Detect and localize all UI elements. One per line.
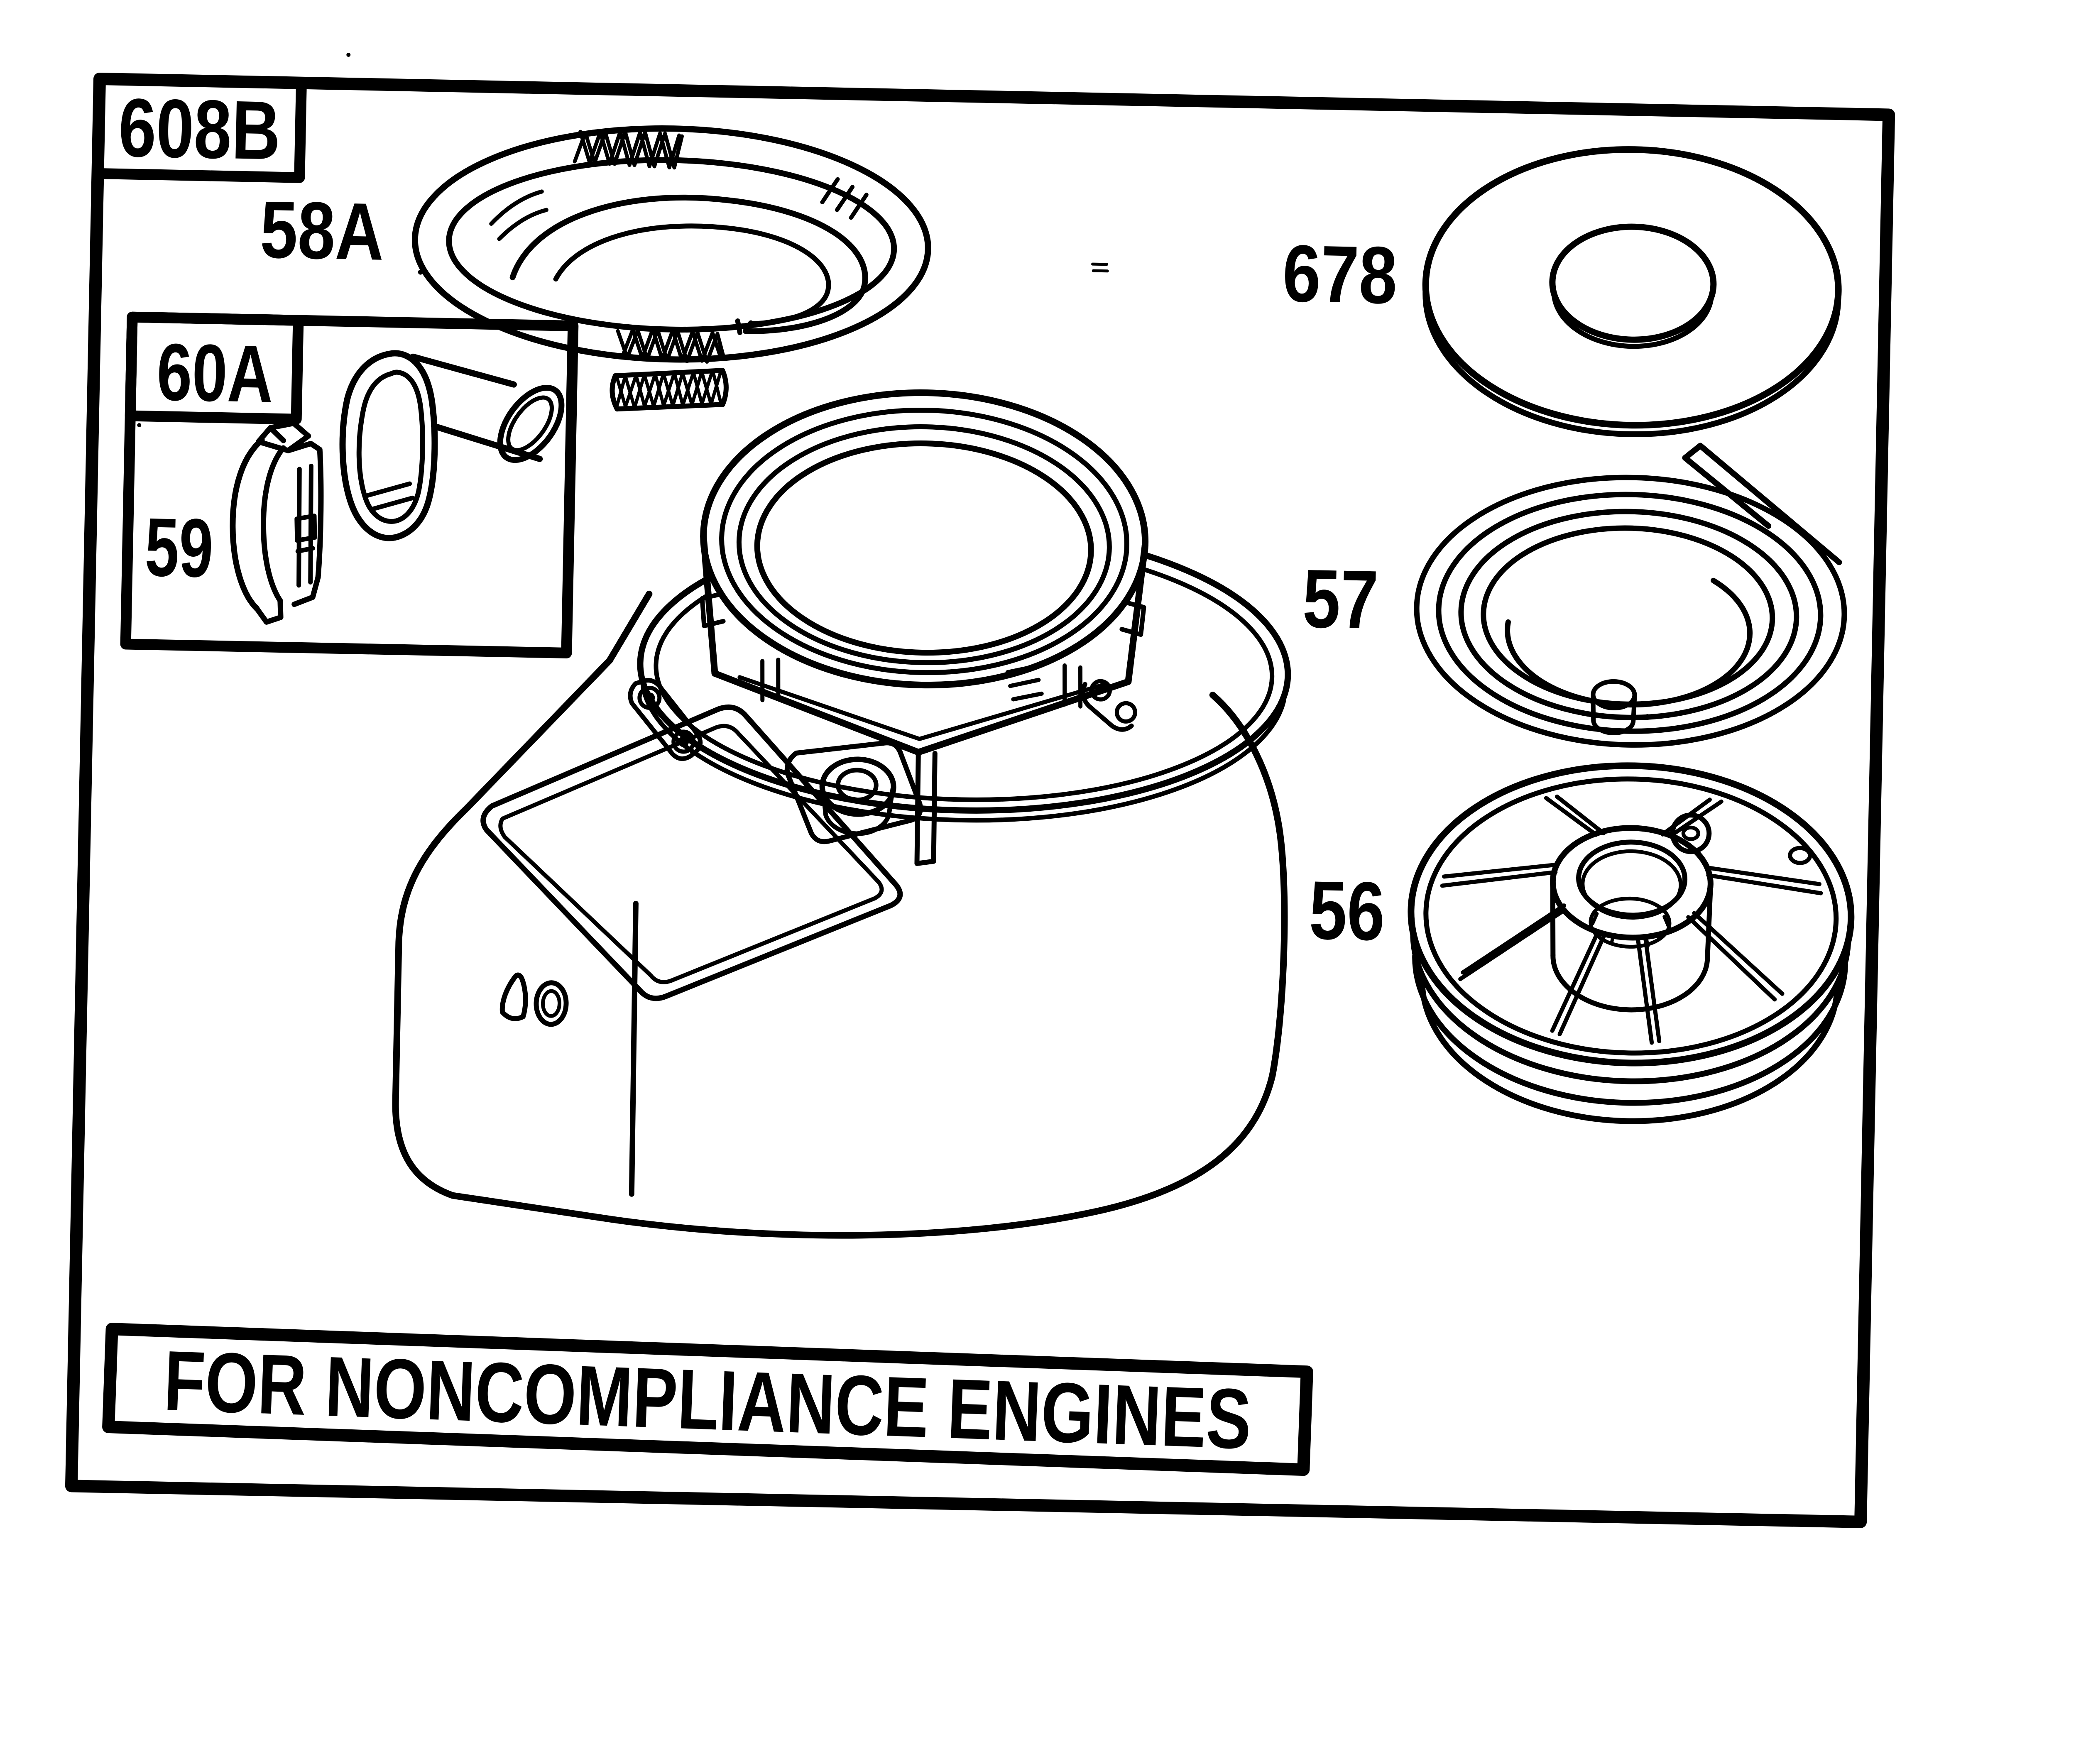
housing-rope-bushing [784,740,923,844]
rope-coil-top-hatch [573,130,684,170]
rope-coil-callout: 58A [260,184,385,277]
rope-coil-bottom-hatch [616,327,726,364]
washer-hole [1549,223,1717,343]
spring-outer-tail [1682,443,1842,565]
figure-number-frame [92,73,307,183]
housing-cylinder [700,389,1149,866]
figure-number-label: 608B [118,81,281,177]
rope-guide-insert-drawing [230,421,324,625]
starter-handle-drawing [339,350,565,541]
starter-housing-drawing [392,389,1291,1239]
inset-number-label: 60A [156,327,274,420]
housing-screw-pads [628,678,1137,761]
pulley-drawing [1408,762,1855,1124]
washer-callout: 678 [1282,228,1398,321]
handle-ferrule-cap [497,384,565,463]
scan-speckles [137,53,1109,428]
handle-inset-box: 60A 59 [120,311,579,658]
insert-callout: 59 [144,501,214,595]
pulley-callout: 56 [1308,864,1386,958]
inset-frame [120,311,579,658]
housing-front-details [499,972,569,1027]
housing-top-panel [480,704,903,1001]
rope-end-tick-marks [820,177,869,220]
washer-outer-edge [1422,146,1842,429]
washer-drawing [1422,146,1842,438]
pulley-sheave-grooves [1408,907,1854,1124]
pulley-boss [1670,812,1712,854]
washer-thickness-edge [1422,289,1841,438]
figure-number-box: 608B [92,73,307,183]
housing-clip-marks [1005,664,1044,702]
pulley-rim-inner [1423,776,1839,1056]
inset-number-box [125,311,304,425]
banner-frame [102,1323,1313,1476]
rewind-spring-drawing [1414,443,1847,748]
housing-front-corner-edge [629,900,639,1197]
housing-body-outline [392,590,1288,1239]
rope-coil-end-segment [610,368,729,412]
diagram-content: 608B 58A [65,53,1895,1528]
washer-hole-depth [1551,288,1714,349]
pulley-boss-hole [1681,825,1700,841]
starter-rope-coil-drawing [411,125,931,412]
handle-ferrule-cap-inner [506,395,554,453]
pulley-hub [1550,825,1714,1013]
pulley-rim-hole [1788,846,1812,865]
diagram-border [65,73,1895,1528]
spring-callout: 57 [1302,552,1379,646]
spring-inner-hook [1591,679,1650,735]
rope-coil-inner-turn [489,189,868,335]
